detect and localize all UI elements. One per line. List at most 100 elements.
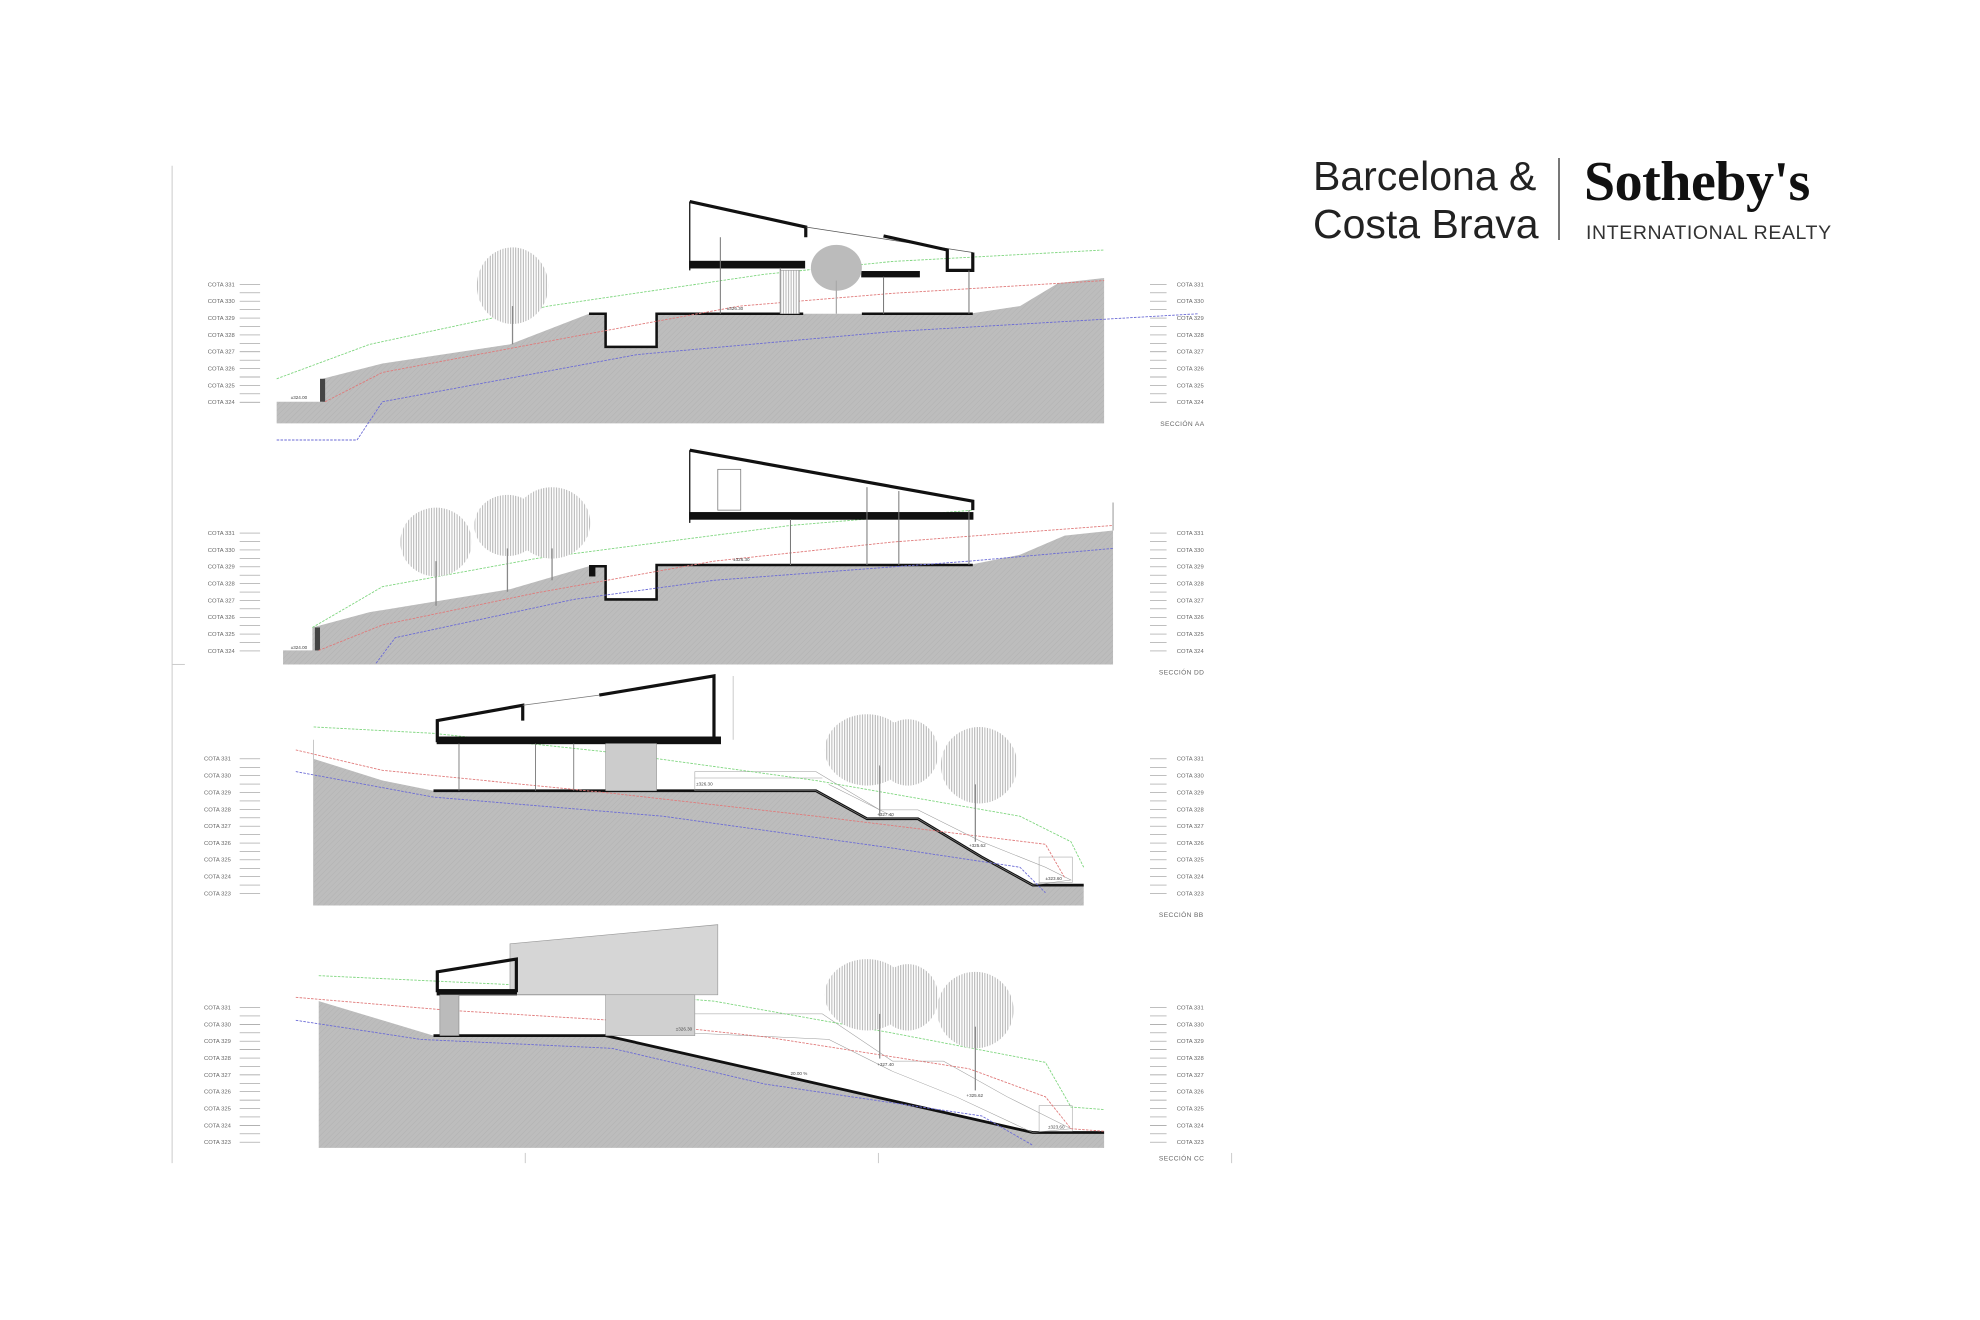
section-label-aa: SECCIÓN AA [1160,419,1205,428]
house-dd [689,448,975,565]
cota-label: COTA 329 [204,790,231,796]
logo-line-2: Costa Brava [1313,201,1539,247]
cota-label: COTA 330 [1177,1022,1205,1028]
level-label: ±326.30 [733,557,750,562]
terrain-dd [283,530,1114,665]
cota-label: COTA 330 [1177,299,1205,305]
cota-label: COTA 331 [1177,757,1204,763]
cota-label: COTA 325 [1177,383,1205,389]
cota-label: COTA 325 [208,632,236,638]
level-label: +325.62 [966,1093,983,1098]
cota-label: COTA 329 [208,565,235,571]
logo-divider [1558,158,1560,240]
cota-label: COTA 328 [208,582,235,588]
logo-barcelona-costa-brava: Barcelona & Costa Brava [1313,152,1539,248]
cota-label: COTA 327 [1177,350,1204,356]
stairs-cc [637,1013,1073,1133]
cota-label: COTA 328 [1177,582,1204,588]
cota-label: COTA 331 [1177,282,1204,288]
cota-label: COTA 325 [204,1106,232,1112]
terrain-line-green-aa [276,249,1105,380]
level-label: ±326.30 [676,1026,693,1031]
cota-label: COTA 323 [1177,1140,1204,1146]
cota-label: COTA 323 [1177,891,1204,897]
cota-label: COTA 330 [204,1022,232,1028]
slope-label: 20.00 % [790,1071,807,1076]
section-label-bb: SECCIÓN BB [1159,910,1204,919]
cota-label: COTA 330 [1177,774,1205,780]
cota-label: COTA 331 [208,531,235,537]
cota-label: COTA 325 [1177,1106,1205,1112]
cota-label: COTA 331 [1177,531,1204,537]
cota-label: COTA 324 [208,400,236,406]
terrain-cc [318,1001,1105,1148]
slab-aa [589,312,804,349]
cota-label: COTA 327 [204,824,231,830]
terrain-line-red-aa [324,280,1105,403]
logo-line-1: Barcelona & [1313,153,1537,199]
level-label: ±326.30 [727,306,744,311]
cota-label: COTA 325 [1177,858,1205,864]
cota-label: COTA 328 [204,807,231,813]
cota-label: COTA 328 [1177,333,1204,339]
cota-label: COTA 326 [1177,615,1204,621]
tree-icon [824,714,1018,842]
cota-label: COTA 326 [208,615,235,621]
section-cc: ±326.30 +327.40 +325.62 ±323.60 20.00 % … [295,924,1204,1163]
terrain-aa [276,278,1105,424]
level-label: ±323.60 [1045,876,1062,881]
cota-label: COTA 329 [1177,1039,1204,1045]
cota-label: COTA 323 [204,891,231,897]
tree-icon [400,487,591,606]
cota-label: COTA 326 [1177,841,1204,847]
cota-label: COTA 327 [1177,598,1204,604]
logo-international-realty: INTERNATIONAL REALTY [1586,222,1832,244]
terrain-line-blue-aa [276,313,1199,441]
cota-label: COTA 329 [208,316,235,322]
cota-label: COTA 324 [204,1123,232,1129]
cota-label: COTA 323 [204,1140,231,1146]
level-label: +327.40 [877,1062,894,1067]
cota-label: COTA 327 [204,1073,231,1079]
cota-label: COTA 324 [204,875,232,881]
tree-icon [476,244,862,345]
cota-label: COTA 324 [1177,875,1205,881]
cota-label: COTA 324 [208,649,236,655]
cota-label: COTA 328 [208,333,235,339]
house-bb [435,674,734,791]
section-label-cc: SECCIÓN CC [1159,1154,1204,1163]
level-label: ±326.30 [696,782,713,787]
cota-label: COTA 327 [1177,824,1204,830]
section-label-dd: SECCIÓN DD [1159,668,1204,677]
cota-label: COTA 325 [208,383,236,389]
house-cc [435,924,719,1036]
level-label: +325.62 [969,843,986,848]
cota-label: COTA 331 [204,1005,231,1011]
level-label: ±324.00 [291,645,308,650]
cota-label: COTA 326 [204,841,231,847]
stairs-bb [694,771,1073,886]
tree-icon [824,959,1014,1091]
cota-label: COTA 325 [204,858,232,864]
sheet-frame [171,165,1233,1164]
cota-label: COTA 328 [1177,807,1204,813]
section-dd: ±324.00 ±326.30 SECCIÓN DD [283,448,1204,677]
cota-label: COTA 330 [208,299,236,305]
cota-label: COTA 327 [1177,1073,1204,1079]
cota-label: COTA 331 [208,282,235,288]
cota-label: COTA 327 [208,598,235,604]
cota-label: COTA 326 [204,1090,231,1096]
cota-label: COTA 326 [1177,1090,1204,1096]
cota-label: COTA 329 [1177,790,1204,796]
cota-label: COTA 331 [204,757,231,763]
cota-label: COTA 327 [208,350,235,356]
cota-label: COTA 328 [204,1056,231,1062]
section-bb: ±326.30 +327.40 +325.62 ±323.60 SECCIÓN … [295,674,1204,919]
cota-label: COTA 330 [208,548,236,554]
house-aa [689,199,975,314]
cota-label: COTA 331 [1177,1005,1204,1011]
cota-label: COTA 329 [1177,565,1204,571]
cota-label: COTA 326 [208,366,235,372]
